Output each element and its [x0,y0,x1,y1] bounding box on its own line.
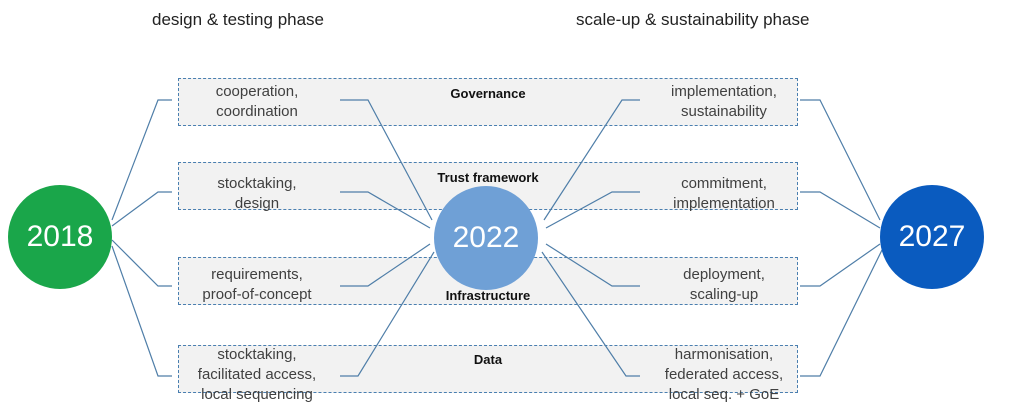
connector-line [545,243,640,287]
connector-line [111,99,172,221]
connector-line [111,239,172,287]
node-line: cooperation, [215,83,299,100]
phase-title-scale-up: scale-up & sustainability phase [576,10,810,29]
connector-line [800,99,881,221]
connector-line [800,243,881,287]
node-line: coordination [216,103,298,120]
band-governance [178,78,798,126]
node-line: proof-of-concept [202,286,312,303]
node-line: requirements, [211,266,303,283]
node-line: local seq. + GoE [668,386,780,403]
node-line: facilitated access, [197,366,317,383]
year-circle-2022: 2022 [434,186,538,290]
node-line: stocktaking, [217,175,297,192]
connector-line [543,99,640,221]
connector-line [340,243,431,287]
band-label-infrastructure: Infrastructure [445,288,531,303]
band-label-trust-framework: Trust framework [437,170,539,185]
connector-line [800,191,881,229]
phase-title-design-testing: design & testing phase [152,10,325,29]
connector-line [111,191,172,227]
left-node-governance: cooperation, coordination [172,82,342,122]
band-label-data: Data [473,352,503,367]
connector-line [340,191,431,229]
node-line: sustainability [681,103,767,120]
left-node-trust-framework: stocktaking, design [172,174,342,214]
connector-line [545,191,640,229]
left-node-infrastructure: requirements, proof-of-concept [172,265,342,305]
node-line: local sequencing [201,386,313,403]
node-line: design [234,195,280,212]
band-data [178,345,798,393]
right-node-infrastructure: deployment, scaling-up [634,265,814,305]
connector-line [340,251,435,377]
node-line: stocktaking, [217,346,297,363]
band-label-governance: Governance [450,86,526,101]
year-circle-2018: 2018 [8,185,112,289]
node-line: implementation [673,195,775,212]
node-line: scaling-up [689,286,759,303]
node-line: implementation, [671,83,777,100]
connector-line [111,245,172,377]
node-line: federated access, [664,366,784,383]
right-node-data: harmonisation, federated access, local s… [634,345,814,405]
node-line: commitment, [681,175,767,192]
node-line: deployment, [683,266,765,283]
connector-line [800,249,883,377]
right-node-trust-framework: commitment, implementation [634,174,814,214]
left-node-data: stocktaking, facilitated access, local s… [172,345,342,405]
connector-line [541,251,640,377]
year-circle-2027: 2027 [880,185,984,289]
right-node-governance: implementation, sustainability [634,82,814,122]
node-line: harmonisation, [674,346,774,363]
connector-line [340,99,433,221]
